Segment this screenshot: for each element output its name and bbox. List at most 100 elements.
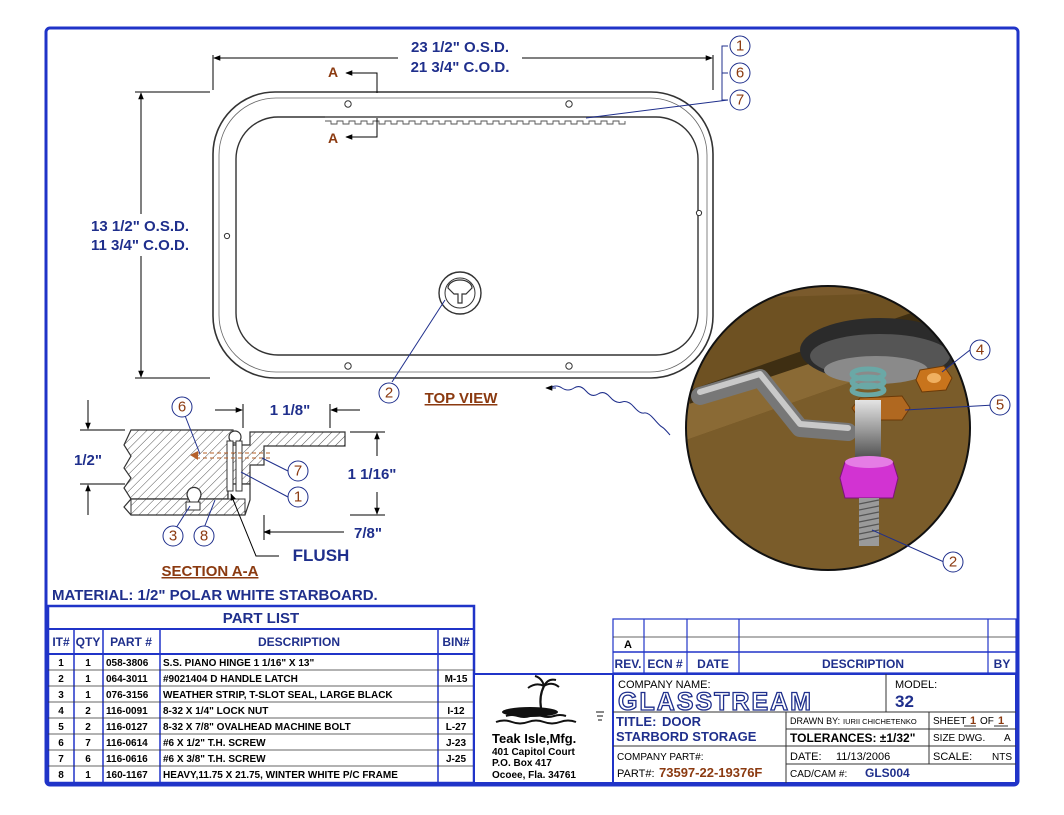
part-row-2-item: 2 bbox=[58, 674, 64, 685]
col-header-qty: QTY bbox=[76, 635, 101, 649]
island-logo bbox=[495, 675, 604, 725]
sheet-border bbox=[44, 26, 1020, 787]
part-row-2-qty: 1 bbox=[85, 674, 91, 685]
title-label: TITLE: bbox=[616, 714, 656, 729]
svg-text:2: 2 bbox=[949, 554, 957, 571]
svg-text:5: 5 bbox=[996, 397, 1004, 414]
callout-6-top: 6 bbox=[729, 62, 751, 84]
width-cod-label: 21 3/4" C.O.D. bbox=[411, 59, 510, 76]
drawn-by-label: DRAWN BY: bbox=[790, 716, 840, 726]
part-row-6-item: 6 bbox=[58, 738, 64, 749]
scale-value: NTS bbox=[992, 752, 1012, 763]
company-name-label: COMPANY NAME: bbox=[618, 679, 711, 691]
callout-4-detail: 4 bbox=[969, 339, 991, 361]
company-address-2: P.O. Box 417 bbox=[492, 758, 552, 769]
part-label: PART#: bbox=[617, 768, 655, 780]
svg-text:2: 2 bbox=[385, 385, 393, 402]
part-row-5-item: 5 bbox=[58, 722, 64, 733]
svg-text:7: 7 bbox=[736, 92, 744, 109]
callout-5-detail: 5 bbox=[989, 394, 1011, 416]
sheet-label: SHEET bbox=[933, 716, 966, 727]
part-row-7-item: 7 bbox=[58, 754, 64, 765]
part-row-5-qty: 2 bbox=[85, 722, 91, 733]
size-label: SIZE DWG. bbox=[933, 733, 985, 744]
part-row-2-part-number: 064-3011 bbox=[106, 674, 148, 685]
date-label: DATE: bbox=[790, 751, 822, 763]
rev-header-ecn: ECN # bbox=[647, 657, 683, 671]
latch-detail-view bbox=[685, 285, 971, 571]
part-row-2-bin: M-15 bbox=[445, 674, 468, 685]
part-row-3-part-number: 076-3156 bbox=[106, 690, 149, 701]
part-row-2-description: #9021404 D HANDLE LATCH bbox=[163, 674, 298, 685]
section-label: SECTION A-A bbox=[162, 563, 259, 580]
title-line-2: STARBORD STORAGE bbox=[616, 729, 757, 744]
part-row-8-part-number: 160-1167 bbox=[106, 770, 148, 781]
part-row-3-item: 3 bbox=[58, 690, 64, 701]
callout-3-section: 3 bbox=[162, 525, 184, 547]
part-row-4-item: 4 bbox=[58, 706, 64, 717]
part-row-7-bin: J-25 bbox=[446, 754, 466, 765]
company-address-1: 401 Capitol Court bbox=[492, 747, 575, 758]
col-header-item: IT# bbox=[52, 635, 70, 649]
top-view-dimensions bbox=[135, 55, 714, 379]
svg-text:6: 6 bbox=[178, 399, 186, 416]
company-name: Teak Isle,Mfg. bbox=[492, 731, 576, 746]
svg-text:3: 3 bbox=[169, 528, 177, 545]
company-address-3: Ocoee, Fla. 34761 bbox=[492, 770, 576, 781]
part-row-8-qty: 1 bbox=[85, 770, 91, 781]
section-callout-leaders bbox=[175, 412, 289, 529]
part-number: 73597-22-19376F bbox=[659, 765, 762, 780]
svg-text:7: 7 bbox=[294, 463, 302, 480]
callout-1-section: 1 bbox=[287, 486, 309, 508]
svg-text:6: 6 bbox=[736, 65, 744, 82]
part-row-6-part-number: 116-0614 bbox=[106, 738, 148, 749]
part-list-title: PART LIST bbox=[223, 610, 299, 627]
sheet-number: 1 bbox=[970, 715, 976, 727]
rev-header-date: DATE bbox=[697, 657, 729, 671]
company-part-label: COMPANY PART#: bbox=[617, 752, 704, 763]
date-value: 11/13/2006 bbox=[836, 751, 890, 763]
dim-1-1-8: 1 1/8" bbox=[270, 402, 310, 419]
part-row-7-part-number: 116-0616 bbox=[106, 754, 148, 765]
part-row-6-bin: J-23 bbox=[446, 738, 466, 749]
part-row-8-description: HEAVY,11.75 X 21.75, WINTER WHITE P/C FR… bbox=[163, 770, 398, 781]
rev-header-by: BY bbox=[994, 657, 1011, 671]
size-value: A bbox=[1004, 733, 1011, 744]
rev-header-rev: REV. bbox=[615, 657, 642, 671]
drawn-by-value: IURII CHICHETENKO bbox=[843, 717, 917, 726]
callout-1-top: 1 bbox=[729, 35, 751, 57]
title-block bbox=[612, 673, 1017, 784]
col-header-bin: BIN# bbox=[442, 635, 470, 649]
sheet-of-label: OF bbox=[980, 716, 994, 727]
part-row-5-description: 8-32 X 7/8" OVALHEAD MACHINE BOLT bbox=[163, 722, 351, 733]
part-row-7-description: #6 X 3/8" T.H. SCREW bbox=[163, 754, 266, 765]
rev-value: A bbox=[624, 639, 632, 651]
dim-1-1-16: 1 1/16" bbox=[348, 466, 397, 483]
detail-callout-leaders bbox=[871, 349, 995, 563]
cad-value: GLS004 bbox=[865, 766, 910, 780]
height-cod-label: 11 3/4" C.O.D. bbox=[91, 237, 189, 254]
callout-2-detail: 2 bbox=[942, 551, 964, 573]
col-header-part: PART # bbox=[110, 635, 152, 649]
model-label: MODEL: bbox=[895, 679, 937, 691]
callout-7-top: 7 bbox=[729, 89, 751, 111]
part-row-1-item: 1 bbox=[58, 658, 64, 669]
top-view-label: TOP VIEW bbox=[425, 390, 499, 407]
dim-1-2: 1/2" bbox=[74, 452, 102, 469]
title-line-1: DOOR bbox=[662, 714, 702, 729]
height-osd-label: 13 1/2" O.S.D. bbox=[91, 218, 189, 235]
callout-7-section: 7 bbox=[287, 460, 309, 482]
callout-2-top: 2 bbox=[378, 382, 400, 404]
model-value: 32 bbox=[895, 692, 914, 711]
company-block bbox=[473, 673, 614, 784]
flush-label: FLUSH bbox=[293, 546, 350, 565]
part-row-5-bin: L-27 bbox=[446, 722, 467, 733]
part-row-4-qty: 2 bbox=[85, 706, 91, 717]
part-row-1-qty: 1 bbox=[85, 658, 91, 669]
part-row-6-description: #6 X 1/2" T.H. SCREW bbox=[163, 738, 266, 749]
top-callout-leaders bbox=[391, 45, 729, 383]
svg-text:1: 1 bbox=[294, 489, 302, 506]
callout-8-section: 8 bbox=[193, 525, 215, 547]
part-row-3-description: WEATHER STRIP, T-SLOT SEAL, LARGE BLACK bbox=[163, 690, 393, 701]
part-row-7-qty: 6 bbox=[85, 754, 91, 765]
